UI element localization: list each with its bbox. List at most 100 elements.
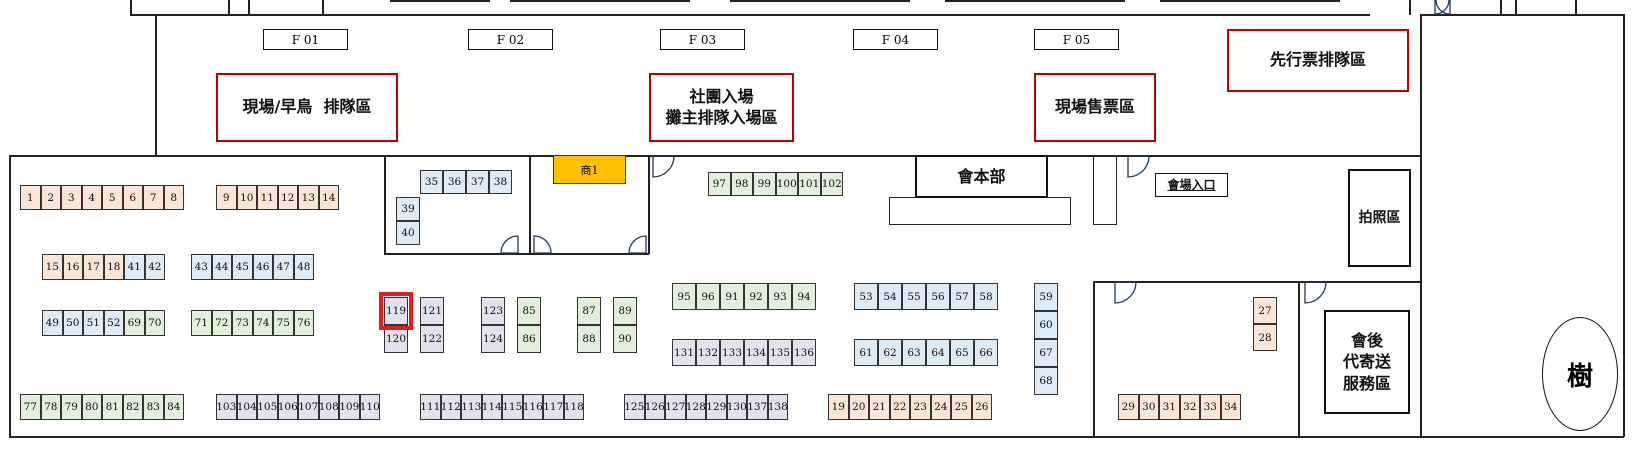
booth-98[interactable]: 98 [730, 172, 753, 196]
booth-132[interactable]: 132 [696, 339, 720, 366]
booth-73[interactable]: 73 [232, 310, 253, 336]
booth-36[interactable]: 36 [443, 170, 466, 194]
booth-111[interactable]: 111 [420, 394, 441, 420]
booth-90[interactable]: 90 [613, 325, 637, 353]
booth-127[interactable]: 127 [665, 394, 686, 420]
booth-129[interactable]: 129 [706, 394, 727, 420]
booth-130[interactable]: 130 [726, 394, 747, 420]
booth-61[interactable]: 61 [854, 339, 878, 366]
booth-16[interactable]: 16 [62, 254, 83, 280]
booth-23[interactable]: 23 [910, 394, 931, 420]
booth-25[interactable]: 25 [951, 394, 972, 420]
booth-11[interactable]: 11 [257, 185, 278, 210]
booth-112[interactable]: 112 [440, 394, 461, 420]
booth-51[interactable]: 51 [83, 310, 104, 336]
booth-85[interactable]: 85 [517, 297, 541, 325]
booth-77[interactable]: 77 [20, 394, 41, 420]
booth-102[interactable]: 102 [820, 172, 843, 196]
booth-76[interactable]: 76 [293, 310, 314, 336]
booth-45[interactable]: 45 [232, 254, 253, 280]
booth-84[interactable]: 84 [163, 394, 184, 420]
booth-49[interactable]: 49 [42, 310, 63, 336]
booth-75[interactable]: 75 [273, 310, 294, 336]
booth-54[interactable]: 54 [878, 283, 902, 310]
booth-113[interactable]: 113 [461, 394, 482, 420]
booth-3[interactable]: 3 [61, 185, 82, 210]
booth-13[interactable]: 13 [298, 185, 319, 210]
booth-66[interactable]: 66 [974, 339, 998, 366]
booth-81[interactable]: 81 [102, 394, 123, 420]
booth-80[interactable]: 80 [81, 394, 102, 420]
booth-52[interactable]: 52 [103, 310, 124, 336]
booth-37[interactable]: 37 [466, 170, 489, 194]
booth-35[interactable]: 35 [420, 170, 443, 194]
booth-110[interactable]: 110 [359, 394, 380, 420]
booth-109[interactable]: 109 [339, 394, 360, 420]
booth-53[interactable]: 53 [854, 283, 878, 310]
booth-34[interactable]: 34 [1220, 394, 1241, 420]
booth-99[interactable]: 99 [753, 172, 776, 196]
booth-133[interactable]: 133 [720, 339, 744, 366]
booth-29[interactable]: 29 [1118, 394, 1139, 420]
booth-60[interactable]: 60 [1034, 311, 1058, 339]
booth-87[interactable]: 87 [577, 297, 601, 325]
booth-125[interactable]: 125 [624, 394, 645, 420]
booth-103[interactable]: 103 [216, 394, 237, 420]
booth-20[interactable]: 20 [848, 394, 869, 420]
booth-30[interactable]: 30 [1138, 394, 1159, 420]
booth-15[interactable]: 15 [42, 254, 63, 280]
booth-32[interactable]: 32 [1179, 394, 1200, 420]
booth-57[interactable]: 57 [950, 283, 974, 310]
booth-101[interactable]: 101 [798, 172, 821, 196]
booth-136[interactable]: 136 [792, 339, 816, 366]
booth-56[interactable]: 56 [926, 283, 950, 310]
booth-67[interactable]: 67 [1034, 339, 1058, 367]
booth-114[interactable]: 114 [481, 394, 502, 420]
booth-70[interactable]: 70 [144, 310, 165, 336]
booth-65[interactable]: 65 [950, 339, 974, 366]
booth-44[interactable]: 44 [211, 254, 232, 280]
booth-83[interactable]: 83 [143, 394, 164, 420]
booth-105[interactable]: 105 [257, 394, 278, 420]
booth-126[interactable]: 126 [644, 394, 665, 420]
booth-24[interactable]: 24 [930, 394, 951, 420]
booth-116[interactable]: 116 [522, 394, 543, 420]
booth-137[interactable]: 137 [747, 394, 768, 420]
booth-86[interactable]: 86 [517, 325, 541, 353]
booth-121[interactable]: 121 [420, 297, 444, 325]
booth-21[interactable]: 21 [869, 394, 890, 420]
booth-138[interactable]: 138 [767, 394, 788, 420]
booth-27[interactable]: 27 [1253, 297, 1277, 324]
booth-6[interactable]: 6 [122, 185, 143, 210]
booth-68[interactable]: 68 [1034, 367, 1058, 395]
booth-59[interactable]: 59 [1034, 283, 1058, 311]
booth-92[interactable]: 92 [744, 283, 768, 310]
booth-58[interactable]: 58 [974, 283, 998, 310]
booth-134[interactable]: 134 [744, 339, 768, 366]
booth-18[interactable]: 18 [103, 254, 124, 280]
booth-22[interactable]: 22 [889, 394, 910, 420]
booth-50[interactable]: 50 [62, 310, 83, 336]
booth-100[interactable]: 100 [775, 172, 798, 196]
booth-107[interactable]: 107 [298, 394, 319, 420]
booth-46[interactable]: 46 [252, 254, 273, 280]
booth-1[interactable]: 1 [20, 185, 41, 210]
booth-5[interactable]: 5 [102, 185, 123, 210]
booth-89[interactable]: 89 [613, 297, 637, 325]
booth-14[interactable]: 14 [318, 185, 339, 210]
booth-12[interactable]: 12 [277, 185, 298, 210]
booth-123[interactable]: 123 [481, 297, 505, 325]
booth-39[interactable]: 39 [396, 197, 420, 221]
booth-19[interactable]: 19 [828, 394, 849, 420]
booth-17[interactable]: 17 [83, 254, 104, 280]
booth-115[interactable]: 115 [502, 394, 523, 420]
booth-72[interactable]: 72 [211, 310, 232, 336]
booth-28[interactable]: 28 [1253, 324, 1277, 351]
booth-47[interactable]: 47 [273, 254, 294, 280]
booth-62[interactable]: 62 [878, 339, 902, 366]
booth-63[interactable]: 63 [902, 339, 926, 366]
booth-33[interactable]: 33 [1200, 394, 1221, 420]
booth-131[interactable]: 131 [672, 339, 696, 366]
booth-74[interactable]: 74 [252, 310, 273, 336]
booth-88[interactable]: 88 [577, 325, 601, 353]
